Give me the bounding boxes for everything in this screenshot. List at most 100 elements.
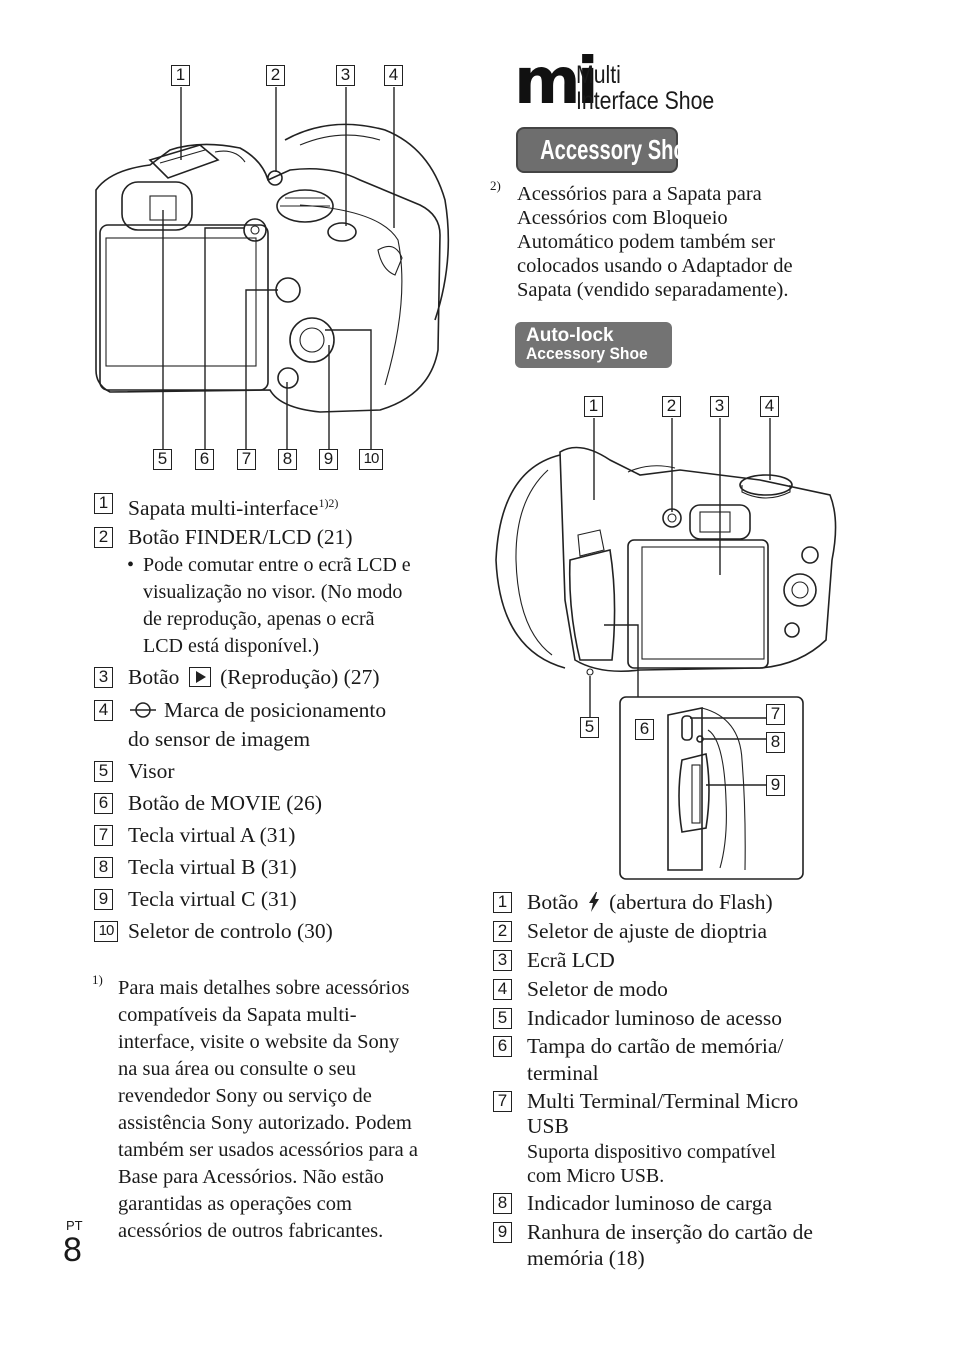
footnote-line: acessórios de outros fabricantes. (118, 1220, 384, 1242)
footnote-line: Sapata (vendido separadamente). (517, 279, 789, 301)
item-number: 4 (94, 700, 113, 721)
item-text: (Reprodução) (27) (220, 665, 380, 689)
bullet-line: LCD está disponível.) (143, 635, 320, 657)
item-superscript: 1)2) (318, 496, 339, 510)
item-number: 5 (493, 1008, 512, 1029)
item-number: 8 (94, 857, 113, 878)
callout-8: 8 (278, 449, 297, 470)
callout-6: 6 (195, 449, 214, 470)
flash-icon (587, 892, 601, 912)
callout-4: 4 (760, 396, 779, 417)
item-text: Botão de MOVIE (26) (128, 791, 323, 815)
item-number: 2 (493, 921, 512, 942)
mi-line-1: Multi (576, 61, 621, 89)
item-number: 6 (94, 793, 113, 814)
item-number: 5 (94, 761, 113, 782)
item-text: (abertura do Flash) (609, 890, 773, 914)
callout-5: 5 (153, 449, 172, 470)
camera-side-drawing (495, 418, 837, 880)
item-number: 3 (493, 950, 512, 971)
item-number: 1 (493, 892, 512, 913)
callout-9: 9 (766, 775, 785, 796)
item-number: 8 (493, 1193, 512, 1214)
item-number: 10 (94, 921, 118, 942)
item-text: Tecla virtual C (31) (128, 887, 297, 911)
page-number: 8 (63, 1231, 82, 1269)
callout-3: 3 (336, 65, 355, 86)
callout-2: 2 (662, 396, 681, 417)
item-text: Tecla virtual A (31) (128, 823, 296, 847)
item-text: Botão FINDER/LCD (21) (128, 525, 353, 549)
accessory-shoe-badge: Accessory Shoe (516, 127, 697, 173)
item-text: Ecrã LCD (527, 948, 615, 972)
footnote-line: Acessórios com Bloqueio (517, 207, 728, 229)
callout-6: 6 (635, 719, 654, 740)
item-number: 9 (94, 889, 113, 910)
item-number: 7 (493, 1091, 512, 1112)
item-text: Tampa do cartão de memória/ (527, 1034, 784, 1058)
autolock-line-2: Accessory Shoe (526, 344, 648, 363)
bullet-mark: • (127, 554, 135, 576)
footnote-mark: 1) (92, 972, 103, 987)
item-text: do sensor de imagem (128, 727, 311, 751)
footnote-line: compatíveis da Sapata multi- (118, 1004, 357, 1026)
callout-4: 4 (384, 65, 403, 86)
item-text: Seletor de modo (527, 977, 668, 1001)
item-text: Multi Terminal/Terminal Micro (527, 1089, 799, 1113)
callout-2: 2 (266, 65, 285, 86)
callout-9: 9 (319, 449, 338, 470)
footnote-line: Para mais detalhes sobre acessórios (118, 977, 410, 999)
item-text: Marca de posicionamento (164, 698, 387, 722)
item-text: Indicador luminoso de carga (527, 1191, 772, 1215)
item-text: memória (18) (527, 1246, 645, 1270)
footnote-line: Acessórios para a Sapata para (517, 183, 762, 205)
item-text: Tecla virtual B (31) (128, 855, 297, 879)
camera-rear-drawing (95, 87, 450, 449)
footnote-line: assistência Sony autorizado. Podem (118, 1112, 412, 1134)
footnote-line: na sua área ou consulte o seu (118, 1058, 356, 1080)
item-number: 6 (493, 1036, 512, 1057)
item-text: Sapata multi-interface (128, 496, 319, 521)
item-text: USB (527, 1114, 569, 1138)
image-sensor-mark-icon (128, 700, 158, 720)
item-text: terminal (527, 1061, 599, 1085)
item-7-note: Suporta dispositivo compatível (527, 1141, 776, 1163)
callout-8: 8 (766, 732, 785, 753)
item-text: Seletor de controlo (30) (128, 919, 333, 943)
footnote-line: interface, visite o website da Sony (118, 1031, 400, 1053)
callout-1: 1 (171, 65, 190, 86)
footnote-mark: 2) (490, 178, 501, 193)
mi-glyph: mi (514, 45, 599, 119)
item-text: Indicador luminoso de acesso (527, 1006, 782, 1030)
callout-3: 3 (710, 396, 729, 417)
play-icon (188, 667, 211, 687)
item-number: 2 (94, 527, 113, 548)
callout-5: 5 (580, 717, 599, 738)
language-tag: PT (66, 1218, 83, 1233)
mi-line-2: Interface Shoe (576, 87, 715, 115)
callout-1: 1 (584, 396, 603, 417)
item-number: 4 (493, 979, 512, 1000)
item-text: Seletor de ajuste de dioptria (527, 919, 768, 943)
item-number: 3 (94, 667, 113, 688)
bullet-line: de reprodução, apenas o ecrã (143, 608, 375, 630)
footnote-line: garantidas as operações com (118, 1193, 352, 1215)
item-text: Visor (128, 759, 175, 783)
item-number: 7 (94, 825, 113, 846)
bullet-line: visualização no visor. (No modo (143, 581, 403, 603)
item-text: Botão (527, 890, 579, 914)
callout-7: 7 (766, 704, 785, 725)
item-number: 1 (94, 493, 113, 514)
footnote-line: também ser usados acessórios para a (118, 1139, 418, 1161)
item-7-note: com Micro USB. (527, 1165, 665, 1187)
footnote-line: Base para Acessórios. Não estão (118, 1166, 384, 1188)
footnote-line: revendedor Sony ou serviço de (118, 1085, 372, 1107)
callout-7: 7 (237, 449, 256, 470)
autolock-line-1: Auto-lock (526, 325, 614, 346)
autolock-badge: Auto-lock Accessory Shoe (515, 322, 672, 368)
callout-10: 10 (359, 449, 383, 470)
item-text: Ranhura de inserção do cartão de (527, 1220, 813, 1244)
footnote-line: colocados usando o Adaptador de (517, 255, 793, 277)
bullet-line: Pode comutar entre o ecrã LCD e (143, 554, 411, 576)
footnote-line: Automático podem também ser (517, 231, 775, 253)
